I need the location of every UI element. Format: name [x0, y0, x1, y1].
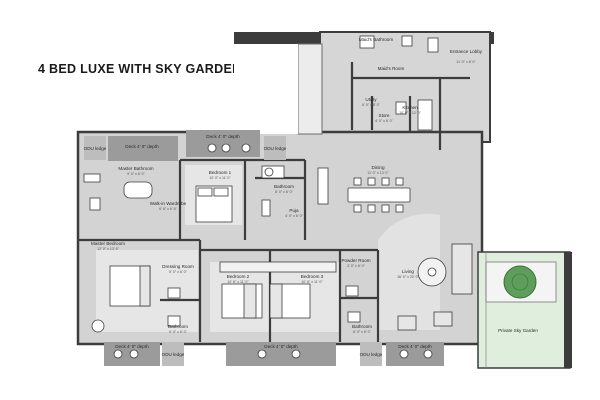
dims-powder-room: 3' 0" x 6' 0"	[347, 264, 365, 268]
dims-master-bedroom: 12' 0" x 13' 6"	[97, 247, 119, 251]
dims-bedroom-1: 10' 0" x 11' 0"	[209, 176, 231, 180]
dims-bathroom-top: 6' 0" x 6' 0"	[275, 190, 293, 194]
dims-bathroom-left: 6' 0" x 6' 0"	[169, 330, 187, 334]
master-bathtub	[123, 181, 153, 199]
dims-kitchen: 10' 0" x 12' 0"	[399, 111, 421, 115]
sky-garden	[477, 251, 572, 369]
label-deck-top-left: Deck 4' 0" depth	[125, 144, 159, 149]
interior-walls	[78, 62, 470, 342]
label-maids-room: Maid's Room	[378, 66, 405, 71]
plan-title: 4 BED LUXE WITH SKY GARDEN	[38, 62, 242, 76]
garden-lawn	[503, 265, 537, 299]
label-bedroom-2: Bedroom 2	[227, 274, 250, 279]
label-kitchen: Kitchen	[402, 105, 418, 110]
label-puja: Puja	[289, 208, 299, 213]
label-dining: Dining	[371, 165, 384, 170]
label-dressing-room: Dressing Room	[162, 264, 194, 269]
living-sofa	[451, 243, 473, 295]
label-maids-bathroom: Maid's Bathroom	[359, 37, 393, 42]
label-entrance-lobby: Entrance Lobby	[450, 49, 483, 54]
dims-puja: 4' 0" x 6' 0"	[285, 214, 303, 218]
label-deck-bottom-right: Deck 4' 0" depth	[398, 344, 432, 349]
label-private-sky-garden: Private Sky Garden	[498, 328, 538, 333]
label-deck-bottom-left: Deck 4' 0" depth	[115, 344, 149, 349]
label-odu-3: ODU ledge	[162, 352, 185, 357]
dims-entrance-lobby: 11' 0" x 8' 0"	[456, 60, 476, 64]
label-living: Living	[402, 269, 414, 274]
label-master-bathroom: Master Bathroom	[118, 166, 153, 171]
dims-store: 4' 0" x 6' 0"	[375, 119, 393, 123]
dims-living: 16' 0" x 20' 0"	[397, 275, 419, 279]
label-master-bedroom: Master Bedroom	[91, 241, 125, 246]
label-odu-2: ODU ledge	[264, 146, 287, 151]
label-bathroom-left: Bathroom	[168, 324, 188, 329]
dims-walk-in-wardrobe: 6' 6" x 6' 6"	[159, 207, 177, 211]
label-bathroom-right: Bathroom	[352, 324, 372, 329]
decks	[84, 130, 444, 366]
dims-dining: 11' 0" x 13' 0"	[367, 171, 389, 175]
label-bathroom-top: Bathroom	[274, 184, 294, 189]
label-walk-in-wardrobe: Walk-in Wardrobe	[150, 201, 187, 206]
furniture	[83, 35, 473, 359]
label-odu-4: ODU ledge	[360, 352, 383, 357]
dims-dressing-room: 5' 0" x 6' 0"	[169, 270, 187, 274]
dining-table	[347, 187, 411, 203]
label-utility: Utility	[365, 97, 377, 102]
label-powder-room: Powder Room	[341, 258, 370, 263]
label-deck-bottom-mid: Deck 4' 0" depth	[264, 344, 298, 349]
deck-labels: Deck 4' 0" depth Deck 4' 0" depth Deck 4…	[84, 134, 433, 357]
kitchen-counter	[417, 99, 433, 131]
wardrobe-row	[219, 261, 337, 273]
dims-bedroom-2: 10' 6" x 11' 0"	[227, 280, 249, 284]
dims-utility: 6' 0" x 8' 0"	[362, 103, 380, 107]
dining-chairs	[353, 177, 404, 213]
label-odu-1: ODU ledge	[84, 146, 107, 151]
dims-bathroom-right: 6' 0" x 6' 0"	[353, 330, 371, 334]
label-store: Store	[379, 113, 390, 118]
dims-bedroom-3: 10' 6" x 11' 0"	[301, 280, 323, 284]
dims-master-bathroom: 9' 0" x 6' 0"	[127, 172, 145, 176]
master-wc	[89, 197, 101, 211]
label-bedroom-3: Bedroom 3	[301, 274, 324, 279]
label-deck-top: Deck 4' 0" depth	[206, 134, 240, 139]
room-labels: Maid's Bathroom Maid's Room Entrance Lob…	[91, 37, 538, 334]
label-bedroom-1: Bedroom 1	[209, 170, 232, 175]
